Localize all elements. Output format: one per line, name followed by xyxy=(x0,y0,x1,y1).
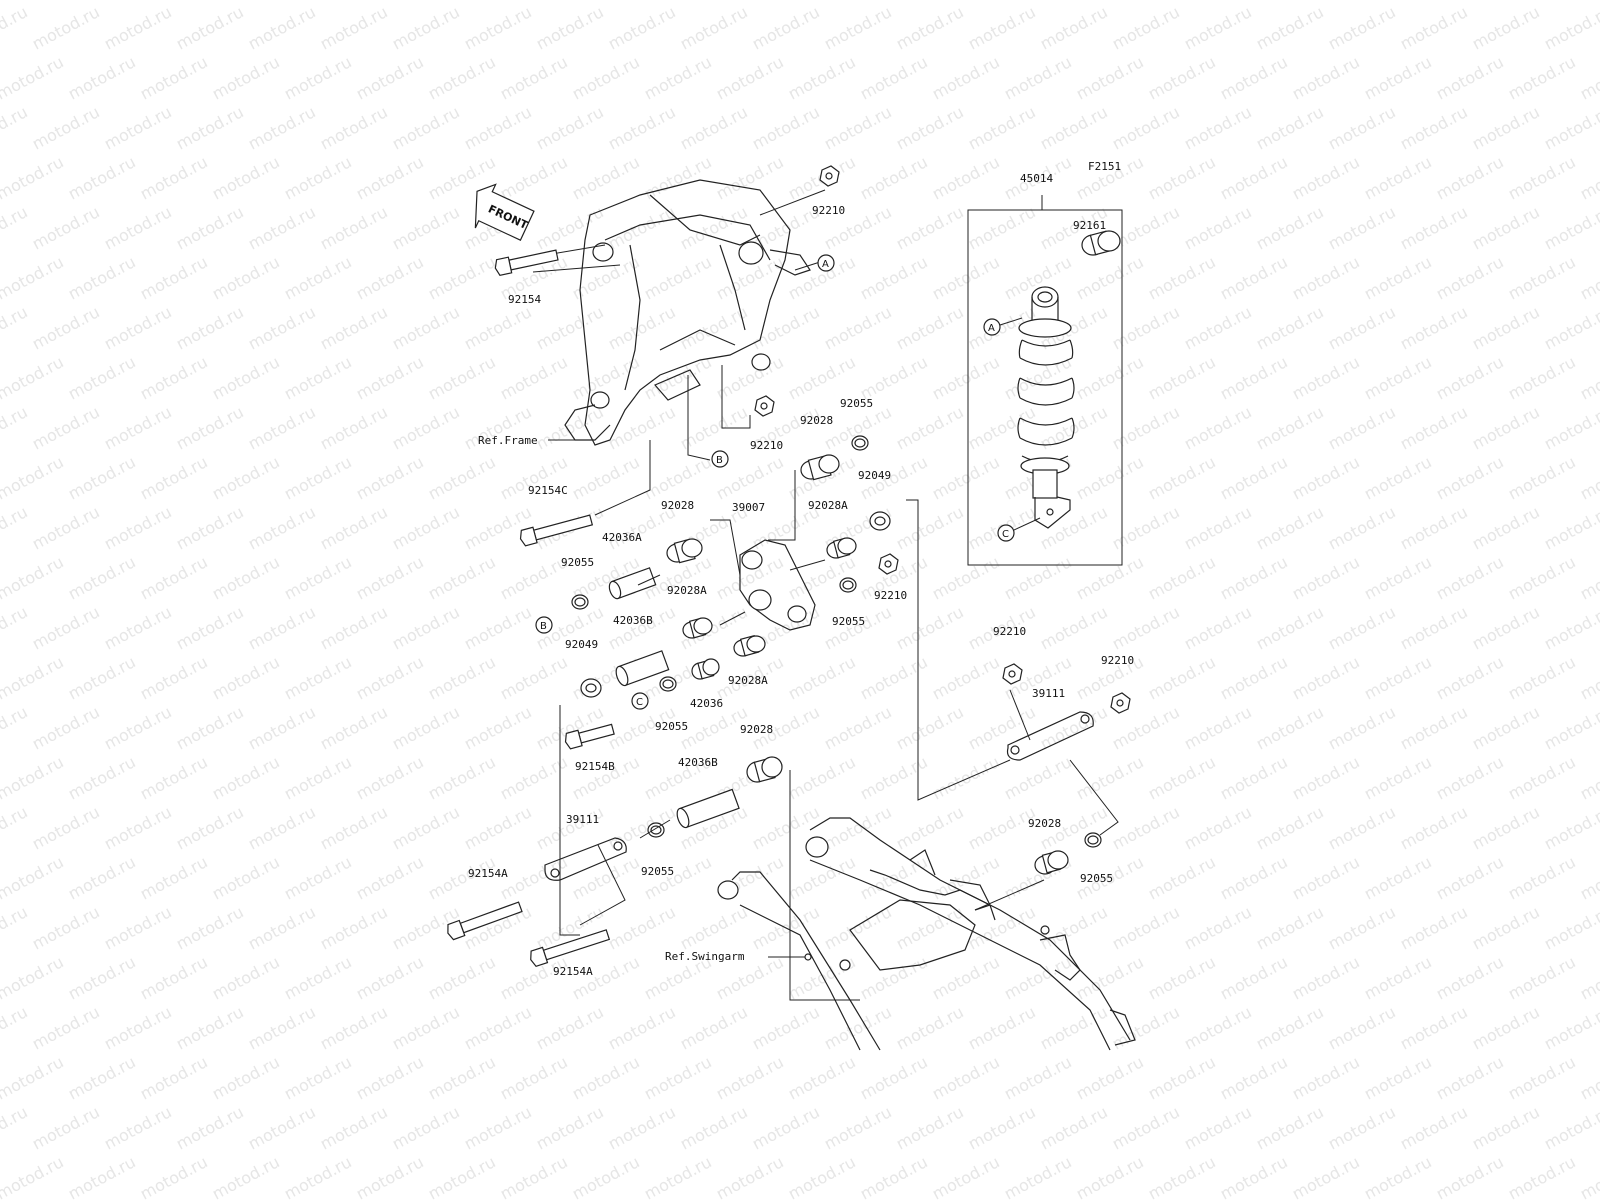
ring-92055-upper xyxy=(851,435,869,451)
shock-absorber-box xyxy=(967,209,1123,566)
collar-92028-upper xyxy=(800,454,840,481)
svg-text:B: B xyxy=(716,455,723,466)
part-label: 92049 xyxy=(858,469,891,482)
part-label: 92028 xyxy=(800,414,833,427)
part-label: 92055 xyxy=(840,397,873,410)
svg-text:A: A xyxy=(988,323,995,334)
part-label: 42036 xyxy=(690,697,723,710)
ring-92055-left xyxy=(571,594,589,610)
collar-92028-right xyxy=(1034,850,1069,875)
washer-92049-upper xyxy=(869,511,891,531)
svg-text:A: A xyxy=(822,259,829,270)
ring-92055-link xyxy=(839,577,857,593)
bolt-92154a-upper xyxy=(447,901,523,941)
part-label: 92028 xyxy=(661,499,694,512)
ring-92055-right xyxy=(1084,832,1102,848)
ref-frame-label: Ref.Frame xyxy=(478,434,538,447)
part-label: 92210 xyxy=(874,589,907,602)
callout-a-shock: A xyxy=(983,317,1023,336)
diagram-code: F2151 xyxy=(1088,160,1121,173)
part-label: 42036B xyxy=(613,614,653,627)
part-label: 92161 xyxy=(1073,219,1106,232)
ref-swingarm-label: Ref.Swingarm xyxy=(665,950,745,963)
part-label: 45014 xyxy=(1020,172,1053,185)
bushing-92161 xyxy=(1081,230,1121,256)
collar-92028a-mid xyxy=(682,617,713,639)
nut-92210-right1 xyxy=(1002,663,1023,685)
nut-92210-frame xyxy=(754,395,775,417)
part-label: 92154C xyxy=(528,484,568,497)
part-label: 92210 xyxy=(812,204,845,217)
rocker-39007 xyxy=(739,539,816,631)
sleeve-42036b-left xyxy=(615,650,670,687)
part-label: 92028A xyxy=(728,674,768,687)
part-label: 92055 xyxy=(641,865,674,878)
part-label: 92028 xyxy=(740,723,773,736)
callout-c-left: C xyxy=(631,692,649,710)
washer-92049-left xyxy=(580,678,602,698)
part-label: 92049 xyxy=(565,638,598,651)
shock-absorber-45014 xyxy=(1017,286,1075,529)
callout-b-left: B xyxy=(535,616,553,634)
part-label: 39007 xyxy=(732,501,765,514)
ring-92055-c xyxy=(659,676,677,692)
bolt-92154c xyxy=(519,514,594,547)
part-label: 92154 xyxy=(508,293,541,306)
part-label: 92210 xyxy=(1101,654,1134,667)
svg-text:C: C xyxy=(1002,529,1009,540)
callout-c-shock: C xyxy=(997,517,1041,542)
part-label: 92154A xyxy=(553,965,593,978)
part-label: 92154A xyxy=(468,867,508,880)
part-label: 92055 xyxy=(561,556,594,569)
part-label: 92154B xyxy=(575,760,615,773)
part-label: 92028A xyxy=(808,499,848,512)
frame-drawing xyxy=(564,179,811,446)
part-label: 92028 xyxy=(1028,817,1061,830)
sleeve-42036 xyxy=(691,658,720,680)
sleeve-42036b-lower xyxy=(676,788,740,829)
bolt-92154 xyxy=(494,249,559,276)
part-label: 39111 xyxy=(566,813,599,826)
nut-92210-link xyxy=(878,553,899,575)
part-label: 92055 xyxy=(832,615,865,628)
svg-text:C: C xyxy=(636,697,643,708)
svg-text:B: B xyxy=(540,621,547,632)
callout-a-frame: A xyxy=(817,254,835,272)
swingarm-drawing xyxy=(717,817,1136,1051)
linkage-leaders xyxy=(559,470,1011,1001)
part-label: 92055 xyxy=(1080,872,1113,885)
callout-b-frame: B xyxy=(711,450,729,468)
part-label: 92055 xyxy=(655,720,688,733)
collar-92028a-upper xyxy=(826,537,857,559)
part-label: 92028A xyxy=(667,584,707,597)
front-arrow-icon: FRONT xyxy=(474,183,535,241)
sleeve-42036a xyxy=(608,567,657,600)
part-label: 42036A xyxy=(602,531,642,544)
part-label: 92210 xyxy=(750,439,783,452)
tie-rod-39111-right xyxy=(1006,711,1094,761)
nut-92210-top xyxy=(819,165,840,187)
part-label: 39111 xyxy=(1032,687,1065,700)
bolt-92154b xyxy=(564,723,615,750)
collar-92028-lower xyxy=(746,756,783,783)
bolt-92154a-lower xyxy=(530,929,611,968)
collar-92028-mid xyxy=(666,538,703,564)
part-label: 92210 xyxy=(993,625,1026,638)
nut-92210-right2 xyxy=(1110,692,1131,714)
collar-92028a-low xyxy=(733,634,766,657)
part-label: 42036B xyxy=(678,756,718,769)
part-labels: 92210 92154 92210 92055 92028 92154C 920… xyxy=(468,172,1134,978)
frame-leaders xyxy=(527,189,826,516)
swingarm-leaders xyxy=(768,689,1119,958)
tie-rod-39111-left xyxy=(544,837,627,881)
